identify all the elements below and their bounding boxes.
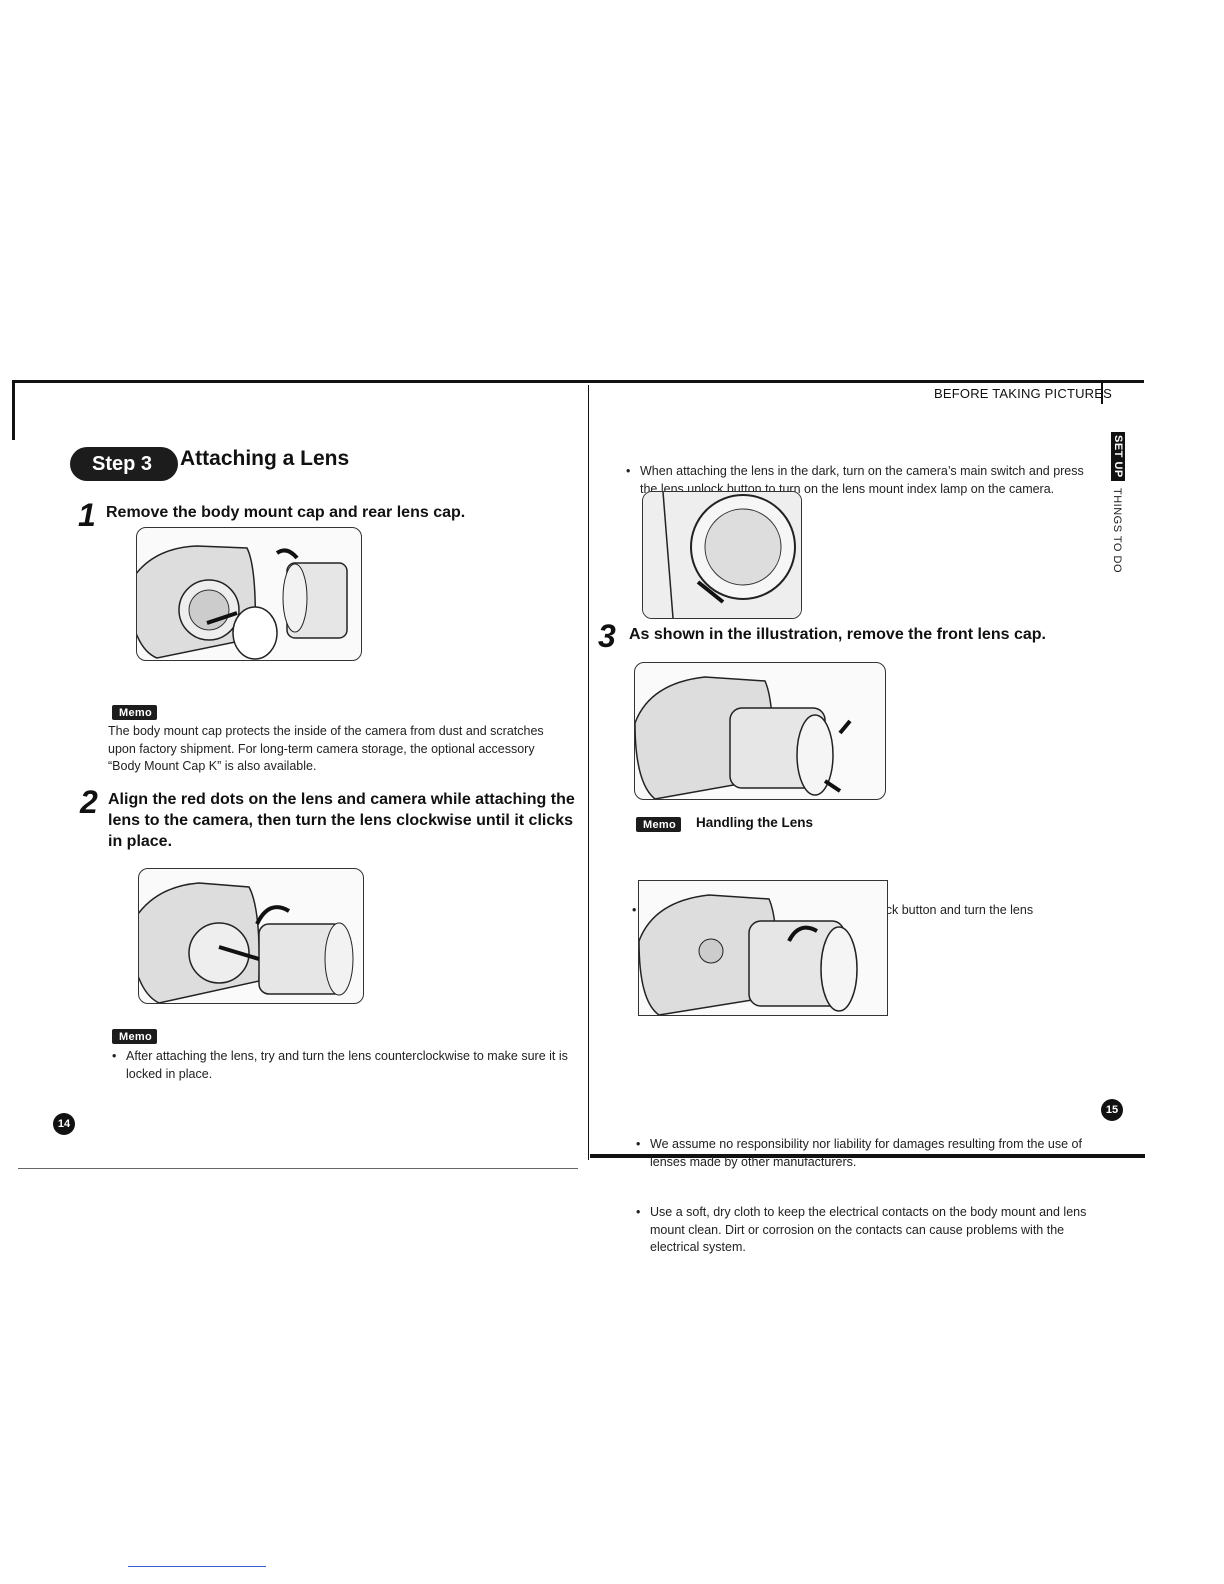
- side-tab-set-up[interactable]: SET UP: [1111, 432, 1125, 481]
- center-divider: [588, 385, 589, 1160]
- step-3-instruction: As shown in the illustration, remove the…: [629, 626, 1046, 643]
- memo-1-text: The body mount cap protects the inside o…: [108, 724, 544, 773]
- memo-3-badge: Memo: [636, 817, 681, 832]
- header-divider: [1101, 382, 1103, 404]
- illustration-remove-front-cap: [634, 662, 886, 800]
- step-number-1: 1: [78, 497, 96, 533]
- step-badge: Step 3: [70, 447, 179, 481]
- step-number-3: 3: [598, 618, 616, 654]
- note-bullet-1: We assume no responsibility nor liabilit…: [636, 1136, 1110, 1171]
- page-title: Attaching a Lens: [180, 447, 350, 470]
- side-tab-things-to-do[interactable]: THINGS TO DO: [1111, 488, 1123, 574]
- memo-3-heading: Handling the Lens: [696, 815, 814, 830]
- left-edge-rule: [12, 380, 15, 440]
- footer-line: [128, 1566, 266, 1567]
- step-2-instruction: Align the red dots on the lens and camer…: [108, 791, 575, 850]
- illustration-detach-lens: [638, 880, 888, 1016]
- bottom-rule-left: [18, 1168, 578, 1169]
- memo-2-label: Memo: [112, 1027, 157, 1045]
- page-number-left: 14: [53, 1113, 75, 1135]
- note-bullet-2: Use a soft, dry cloth to keep the electr…: [636, 1204, 1102, 1257]
- memo-1-label: Memo: [112, 703, 157, 721]
- illustration-attach-lens: [138, 868, 364, 1004]
- illustration-mount-index-lamp: [642, 491, 802, 619]
- illustration-remove-caps: [136, 527, 362, 661]
- memo-2-badge: Memo: [112, 1029, 157, 1044]
- step-1-instruction: Remove the body mount cap and rear lens …: [106, 504, 466, 521]
- page-number-right: 15: [1101, 1099, 1123, 1121]
- section-header: BEFORE TAKING PICTURES: [934, 386, 1113, 401]
- step-number-2: 2: [80, 784, 98, 820]
- memo-1-badge: Memo: [112, 705, 157, 720]
- memo-2-bullet: After attaching the lens, try and turn t…: [112, 1048, 588, 1083]
- memo-3-label: Memo: [636, 815, 681, 833]
- top-rule: [14, 380, 1144, 383]
